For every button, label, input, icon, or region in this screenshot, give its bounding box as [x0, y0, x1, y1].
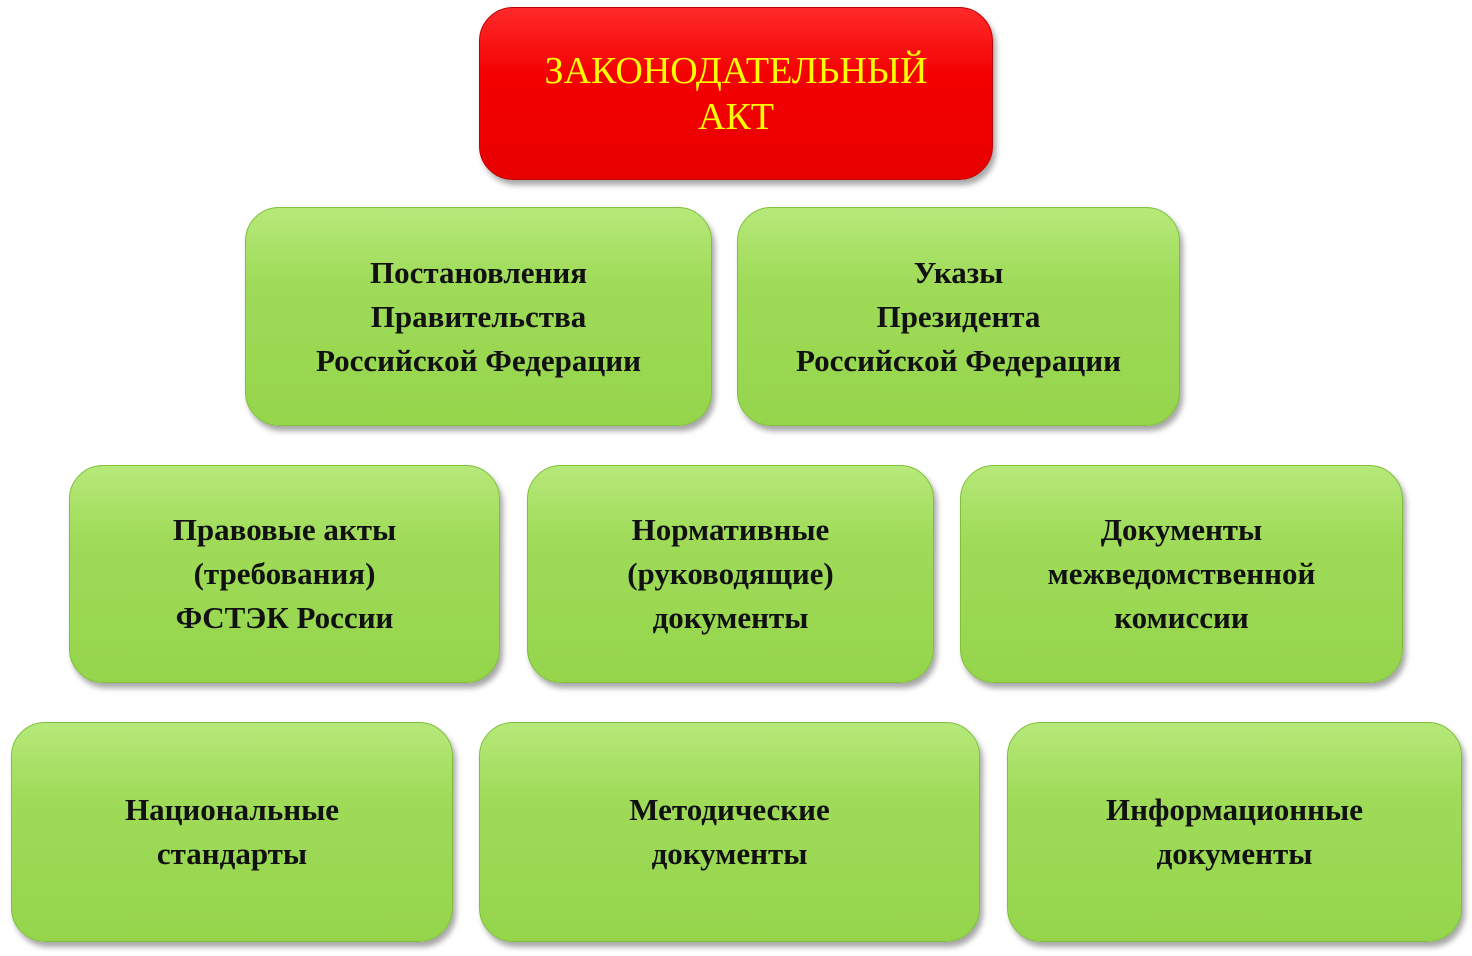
- box-text-line: комиссии: [1114, 600, 1249, 635]
- box-text-line: Постановления: [369, 254, 588, 290]
- methodical-documents-box: Методические документы: [479, 722, 980, 942]
- national-standards-box: Национальные стандарты: [11, 722, 453, 942]
- box-text-line: АКТ: [698, 95, 774, 138]
- box-text-line: документы: [1156, 836, 1313, 871]
- normative-documents-box: Нормативные (руководящие) документы: [527, 465, 934, 683]
- box-text-line: (руководящие): [627, 556, 834, 591]
- box-text-line: Национальные: [124, 792, 340, 827]
- box-text-line: Нормативные: [631, 512, 830, 547]
- box-text-line: ЗАКОНОДАТЕЛЬНЫЙ: [544, 49, 928, 92]
- box-text-line: Указы: [913, 254, 1004, 290]
- legislative-act-box: ЗАКОНОДАТЕЛЬНЫЙ АКТ: [479, 7, 993, 180]
- box-text-line: Правовые акты: [172, 512, 397, 547]
- box-text-line: документы: [651, 836, 808, 871]
- box-text-line: межведомственной: [1047, 556, 1316, 591]
- presidential-decrees-box: Указы Президента Российской Федерации: [737, 207, 1180, 426]
- box-text-line: Методические: [629, 792, 830, 827]
- box-text-line: Президента: [876, 298, 1041, 334]
- fstec-legal-acts-box: Правовые акты (требования) ФСТЭК России: [69, 465, 500, 683]
- government-resolutions-box: Постановления Правительства Российской Ф…: [245, 207, 712, 426]
- box-text-line: Правительства: [370, 298, 587, 334]
- box-text-line: ФСТЭК России: [175, 600, 394, 635]
- box-text-line: документы: [652, 600, 809, 635]
- box-text-line: Информационные: [1105, 792, 1363, 827]
- box-text-line: (требования): [193, 556, 376, 591]
- information-documents-box: Информационные документы: [1007, 722, 1462, 942]
- box-text-line: стандарты: [156, 836, 308, 871]
- box-text-line: Документы: [1100, 512, 1263, 547]
- interagency-commission-documents-box: Документы межведомственной комиссии: [960, 465, 1403, 683]
- box-text-line: Российской Федерации: [796, 342, 1121, 378]
- box-text-line: Российской Федерации: [316, 342, 641, 378]
